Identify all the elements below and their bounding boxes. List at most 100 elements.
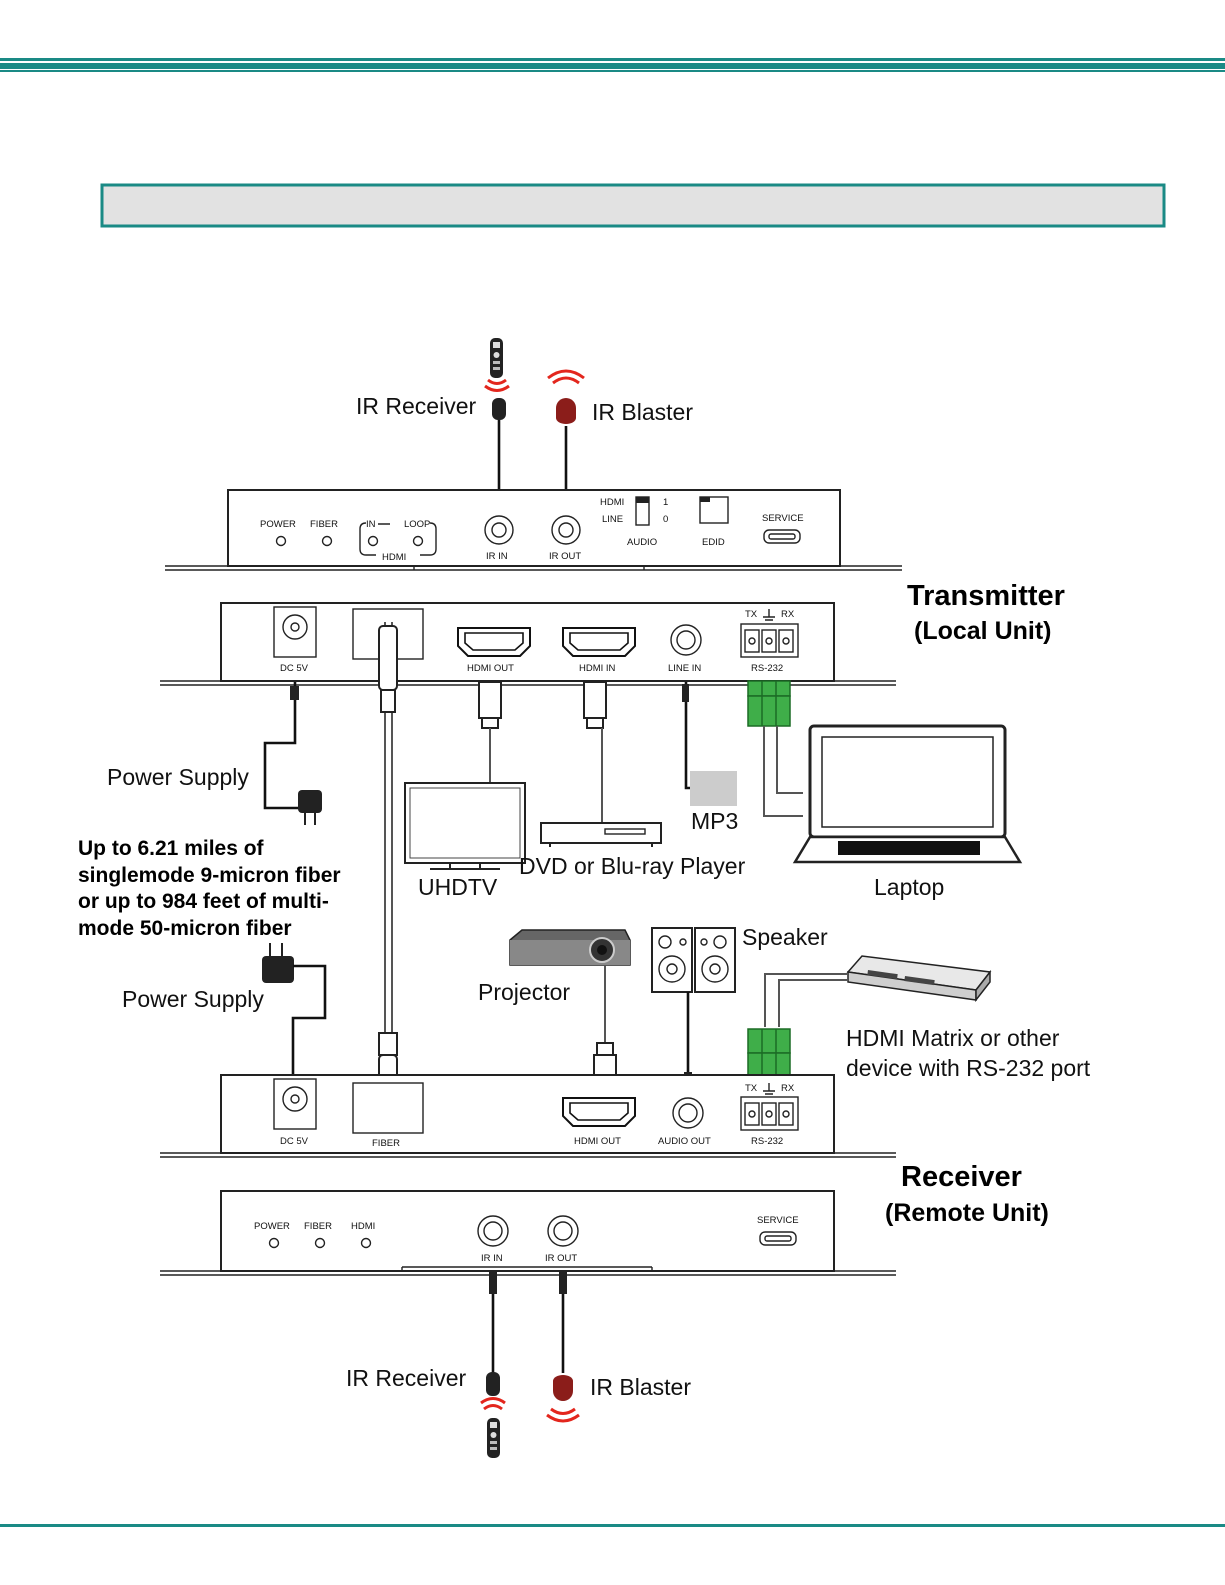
fiber-note-line2: singlemode 9-micron fiber	[78, 864, 341, 887]
fiber-cable	[378, 622, 398, 1125]
receiver-front-panel: POWER FIBER HDMI IR IN IR OUT SERVICE	[160, 1190, 896, 1276]
fiber-port	[352, 1082, 424, 1134]
hdmi-out-label: HDMI OUT	[467, 663, 514, 674]
rx-service-port	[759, 1231, 797, 1246]
power-adapter-icon	[298, 790, 322, 825]
hdmi-cable-to-dvd	[583, 681, 607, 823]
matrix-label-line1: HDMI Matrix or other	[846, 1025, 1060, 1051]
rx-audio-out-label: AUDIO OUT	[658, 1136, 711, 1147]
receiver-title: Receiver	[901, 1161, 1022, 1193]
rx-fiber-label: FIBER	[372, 1138, 400, 1149]
footer-rule	[0, 1524, 1225, 1527]
rx-hdmi-led-label: HDMI	[351, 1221, 375, 1232]
audio-label: AUDIO	[627, 537, 657, 548]
uhdtv-label: UHDTV	[418, 874, 498, 900]
fiber-note-line1: Up to 6.21 miles of	[78, 837, 265, 860]
matrix-label-line2: device with RS-232 port	[846, 1055, 1091, 1081]
transmitter-title: Transmitter	[907, 580, 1065, 612]
ir-blaster-top-label: IR Blaster	[592, 399, 693, 425]
dc5v-jack	[273, 1078, 317, 1130]
remote-control-icon	[487, 1418, 500, 1458]
dc5v-label: DC 5V	[280, 663, 309, 674]
power-supply-bottom-label: Power Supply	[122, 986, 264, 1012]
audio-1-label: 1	[663, 497, 668, 508]
fiber-note: Up to 6.21 miles of singlemode 9-micron …	[78, 837, 341, 940]
rx-fiber-led	[314, 1237, 326, 1249]
ir-in-jack	[484, 515, 514, 545]
rx-hdmi-led	[360, 1237, 372, 1249]
ir-out-label: IR OUT	[549, 551, 581, 562]
rx-rs232-label: RS-232	[751, 1136, 783, 1147]
mp3-player-icon	[690, 771, 737, 806]
rx-label: RX	[781, 609, 795, 620]
rx-ir-in-label: IR IN	[481, 1253, 503, 1264]
line-in-label: LINE IN	[668, 663, 701, 674]
speaker-label: Speaker	[742, 924, 828, 950]
hdmi-in-led	[367, 535, 379, 547]
dvd-label: DVD or Blu-ray Player	[519, 853, 746, 879]
section-title-box	[100, 183, 1166, 228]
projector-label: Projector	[478, 979, 570, 1005]
hdmi-in-label: HDMI IN	[579, 663, 616, 674]
ir-signal-icon	[480, 1397, 506, 1411]
dvd-player-icon	[540, 822, 662, 847]
audio-line-label: LINE	[602, 514, 623, 525]
laptop-label: Laptop	[874, 874, 944, 900]
hdmi-in-led-label: IN	[366, 519, 376, 530]
fiber-note-line3: or up to 984 feet of multi-	[78, 890, 329, 913]
line-in-jack	[670, 624, 702, 656]
speaker-icon	[651, 927, 736, 993]
rx-fiber-led-label: FIBER	[304, 1221, 332, 1232]
rx-power-led	[268, 1237, 280, 1249]
ir-signal-icon	[484, 378, 510, 392]
ir-receiver-icon	[486, 1372, 500, 1396]
header-rule	[0, 58, 1225, 72]
ir-in-label: IR IN	[486, 551, 508, 562]
edid-label: EDID	[702, 537, 725, 548]
rx-service-label: SERVICE	[757, 1215, 799, 1226]
rs232-terminal-icon	[740, 1096, 799, 1131]
dc5v-jack	[273, 606, 317, 658]
laptop-icon	[792, 724, 1023, 864]
transmitter-rear-panel: DC 5V HDMI OUT HDMI IN LINE IN TX RX RS-…	[160, 602, 896, 686]
hdmi-port-icon	[562, 1097, 636, 1127]
power-led	[275, 535, 287, 547]
edid-switch	[699, 496, 729, 524]
rx-power-label: POWER	[254, 1221, 290, 1232]
ir-signal-icon	[547, 369, 585, 385]
rx-ir-in-jack	[477, 1215, 509, 1247]
rx-rx-label: RX	[781, 1083, 795, 1094]
ir-blaster-icon	[556, 398, 576, 424]
ir-blaster-bottom-label: IR Blaster	[590, 1374, 691, 1400]
hdmi-loop-led	[412, 535, 424, 547]
hdmi-matrix-icon	[846, 955, 992, 1003]
mp3-label: MP3	[691, 808, 738, 834]
rs232-green-plug-tx	[747, 680, 791, 727]
fiber-led	[321, 535, 333, 547]
remote-control-icon	[490, 338, 503, 378]
rs232-terminal-icon	[740, 623, 799, 658]
power-supply-top-label: Power Supply	[107, 764, 249, 790]
ir-receiver-icon	[492, 398, 506, 420]
rx-dc5v-label: DC 5V	[280, 1136, 309, 1147]
service-label: SERVICE	[762, 513, 804, 524]
hdmi-led-group-label: HDMI	[382, 552, 406, 563]
audio-out-jack	[672, 1097, 704, 1129]
ir-blaster-icon	[553, 1375, 573, 1401]
ir-signal-icon	[546, 1407, 580, 1423]
hdmi-cable-to-tv	[478, 681, 502, 783]
rs232-label: RS-232	[751, 663, 783, 674]
hdmi-port-icon	[562, 627, 636, 657]
rs232-green-plug-rx	[747, 1028, 791, 1080]
receiver-rear-panel: DC 5V FIBER HDMI OUT AUDIO OUT TX RX RS-…	[160, 1074, 896, 1158]
rx-tx-label: TX	[745, 1083, 758, 1094]
transmitter-subtitle: (Local Unit)	[914, 617, 1052, 645]
fiber-note-line4: mode 50-micron fiber	[78, 917, 292, 940]
fiber-led-label: FIBER	[310, 519, 338, 530]
rx-hdmi-out-label: HDMI OUT	[574, 1136, 621, 1147]
hdmi-port-icon	[457, 627, 531, 657]
service-port	[763, 529, 801, 544]
audio-0-label: 0	[663, 514, 668, 525]
ir-out-jack	[551, 515, 581, 545]
